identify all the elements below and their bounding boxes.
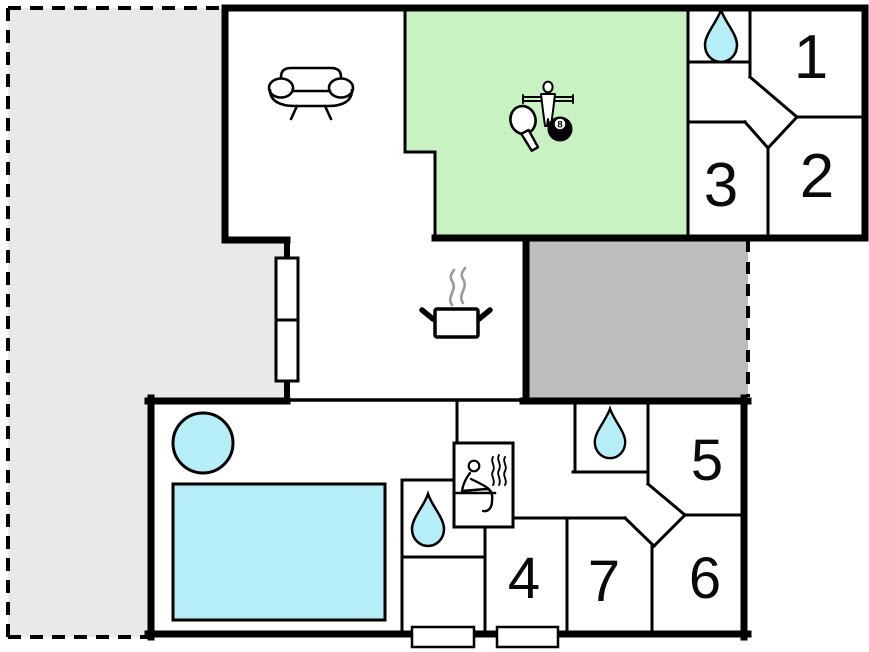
- room-label-2: 2: [800, 142, 834, 211]
- eight-ball-label: 8: [557, 120, 562, 131]
- cooking-pot-icon: [419, 266, 493, 339]
- hot-tub: [171, 411, 235, 475]
- entrance-step-left: [410, 625, 476, 649]
- wall-room5-door-diagonal: [645, 481, 688, 518]
- foosball-player-icon: [522, 80, 574, 127]
- entrance-step-right: [495, 625, 560, 649]
- room-label-3: 3: [704, 151, 738, 220]
- sauna: [452, 441, 515, 529]
- room-label-1: 1: [794, 23, 828, 92]
- window-lower: [274, 318, 300, 383]
- terrace: [6, 6, 287, 639]
- water-drop-icon-bath3: [410, 490, 446, 548]
- wall-room7-door-diagonal: [622, 515, 657, 549]
- terrace-area: [8, 8, 287, 637]
- water-drop-icon-bath1: [703, 6, 739, 64]
- swimming-pool: [171, 482, 387, 622]
- room-label-4: 4: [508, 546, 540, 611]
- water-drop-icon-bath2: [593, 405, 627, 460]
- wall-room3-door-diagonal: [742, 119, 771, 151]
- bathroom-drops: [410, 6, 739, 548]
- eight-ball-icon: 8: [547, 116, 573, 142]
- window-upper: [274, 256, 300, 322]
- sofa-icon: [267, 66, 355, 121]
- room-label-7: 7: [588, 549, 620, 614]
- interior-walls: [400, 6, 867, 636]
- wall-room1-door-diagonal: [747, 74, 800, 120]
- garage-area: [523, 240, 748, 398]
- room-label-6: 6: [689, 546, 721, 611]
- steam-icon: [449, 266, 467, 307]
- wall-room2-door-diagonal: [765, 114, 800, 151]
- wall-room6-door-diagonal: [651, 512, 688, 549]
- sauna-icon: [454, 454, 507, 513]
- pool-room-features: [171, 411, 387, 622]
- room-labels: 1 2 3 4 5 6 7: [508, 23, 834, 614]
- openings: [274, 256, 560, 649]
- game-room-icons: 8: [509, 80, 574, 153]
- room-label-5: 5: [691, 428, 723, 493]
- table-tennis-paddle-icon: [509, 104, 540, 153]
